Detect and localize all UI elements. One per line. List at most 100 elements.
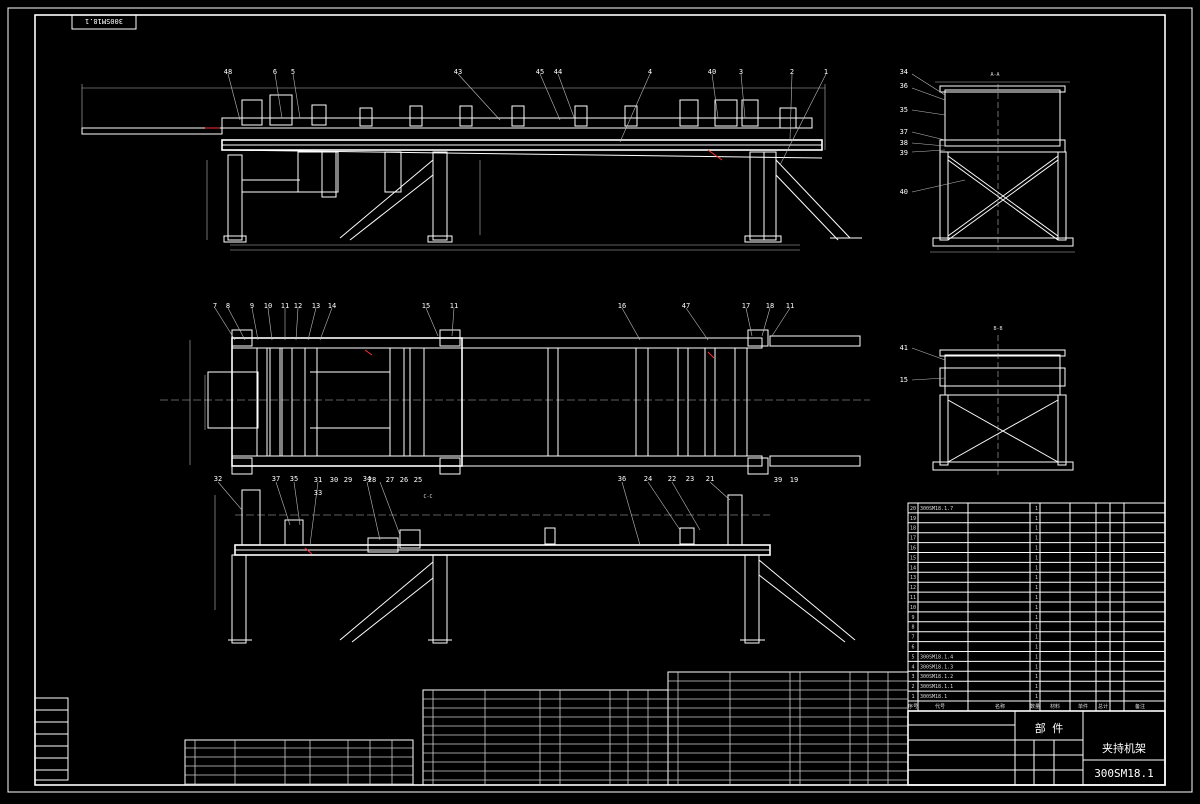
bom-cell: 1 [1035,585,1038,591]
svg-text:31: 31 [314,476,322,484]
side-view-bb: B-B [911,326,1074,475]
svg-text:7: 7 [213,302,217,310]
bom-header-cell: 总计 [1098,703,1108,710]
svg-text:41: 41 [900,344,908,352]
bom-header-cell: 备注 [1135,703,1145,710]
svg-text:11: 11 [450,302,458,310]
bom-cell: 1 [1035,684,1038,690]
svg-text:15: 15 [422,302,430,310]
bom-cell: 8 [911,625,914,631]
svg-text:1: 1 [824,68,828,76]
bom-cell: 12 [910,585,916,591]
svg-text:39: 39 [774,476,782,484]
svg-text:44: 44 [554,68,562,76]
bom-cell: 300SM18.1 [920,694,947,700]
svg-text:16: 16 [618,302,626,310]
bom-header-cell: 单件 [1078,703,1088,710]
side-view-bb-balloons: 41 15 [900,344,908,384]
left-revision-column [34,697,69,781]
svg-text:43: 43 [454,68,462,76]
bom-cell: 1 [911,694,914,700]
bom-cell: 20 [910,506,916,512]
bom-cell: 1 [1035,674,1038,680]
bom-cell: 2 [911,684,914,690]
part-label: 部 件 [1035,721,1064,735]
svg-text:A-A: A-A [990,72,999,78]
bom-cell: 7 [911,635,914,641]
svg-text:18: 18 [766,302,774,310]
bom-cell: 1 [1035,694,1038,700]
bom-cell: 1 [1035,575,1038,581]
drawing-title: 夹持机架 [1102,741,1146,755]
svg-text:29: 29 [344,476,352,484]
bom-cell: 13 [910,575,916,581]
svg-text:45: 45 [536,68,544,76]
drawing-number: 300SM18.1 [1094,767,1154,780]
bom-cell: 1 [1035,664,1038,670]
svg-text:30: 30 [330,476,338,484]
svg-text:C-C: C-C [423,494,432,500]
bom-header-cell: 数量 [1030,703,1040,710]
svg-text:35: 35 [290,475,298,483]
svg-text:23: 23 [686,475,694,483]
bom-cell: 1 [1035,555,1038,561]
bom-cell: 1 [1035,605,1038,611]
bom-cell: 19 [910,516,916,522]
svg-text:24: 24 [644,475,652,483]
bom-cell: 6 [911,645,914,651]
bom-cell: 1 [1035,536,1038,542]
plan-view [160,307,870,475]
bom-cell: 1 [1035,595,1038,601]
svg-text:37: 37 [272,475,280,483]
bom-cell: 1 [1035,506,1038,512]
svg-text:40: 40 [708,68,716,76]
svg-text:40: 40 [900,188,908,196]
svg-text:34: 34 [363,475,371,483]
bom-cell: 3 [911,674,914,680]
svg-text:22: 22 [668,475,676,483]
bom-bottom-table [184,671,909,786]
lower-view: C-C [214,481,856,644]
bom-cell: 1 [1035,635,1038,641]
bom-cell: 300SM18.1.4 [920,654,953,660]
svg-text:6: 6 [273,68,277,76]
side-view-aa: A-A [911,72,1075,253]
bom-cell: 1 [1035,526,1038,532]
svg-text:28: 28 [368,476,376,484]
bom-header-cell: 材料 [1050,703,1060,710]
bom-cell: 17 [910,536,916,542]
bom-cell: 16 [910,546,916,552]
bom-cell: 18 [910,526,916,532]
bom-header-cell: 序号 [908,703,918,710]
svg-text:4: 4 [648,68,652,76]
bom-cell: 1 [1035,654,1038,660]
plan-view-balloons: 7 8 9 10 11 12 13 14 15 11 16 47 17 18 1… [213,302,798,484]
outer-border [7,7,1193,793]
svg-text:48: 48 [224,68,232,76]
svg-text:13: 13 [312,302,320,310]
svg-text:27: 27 [386,476,394,484]
bom-header-cell: 名称 [995,703,1005,710]
svg-text:19: 19 [790,476,798,484]
bom-header-cell: 代号 [935,703,945,710]
svg-text:B-B: B-B [993,326,1002,332]
rotated-number-box [71,14,137,30]
svg-text:25: 25 [414,476,422,484]
bom-cell: 300SM18.1.2 [920,674,953,680]
bom-cell: 300SM18.1.7 [920,506,953,512]
svg-text:10: 10 [264,302,272,310]
side-view-aa-balloons: 34 36 35 37 38 39 40 [900,68,908,196]
bom-cell: 4 [911,664,914,670]
bom-cell: 1 [1035,615,1038,621]
svg-text:36: 36 [900,82,908,90]
bom-cell: 1 [1035,645,1038,651]
svg-text:8: 8 [226,302,230,310]
svg-text:12: 12 [294,302,302,310]
title-block: 部 件 夹持机架 300SM18.1 [907,710,1166,786]
bom-cell: 11 [910,595,916,601]
svg-text:15: 15 [900,376,908,384]
svg-text:32: 32 [214,475,222,483]
